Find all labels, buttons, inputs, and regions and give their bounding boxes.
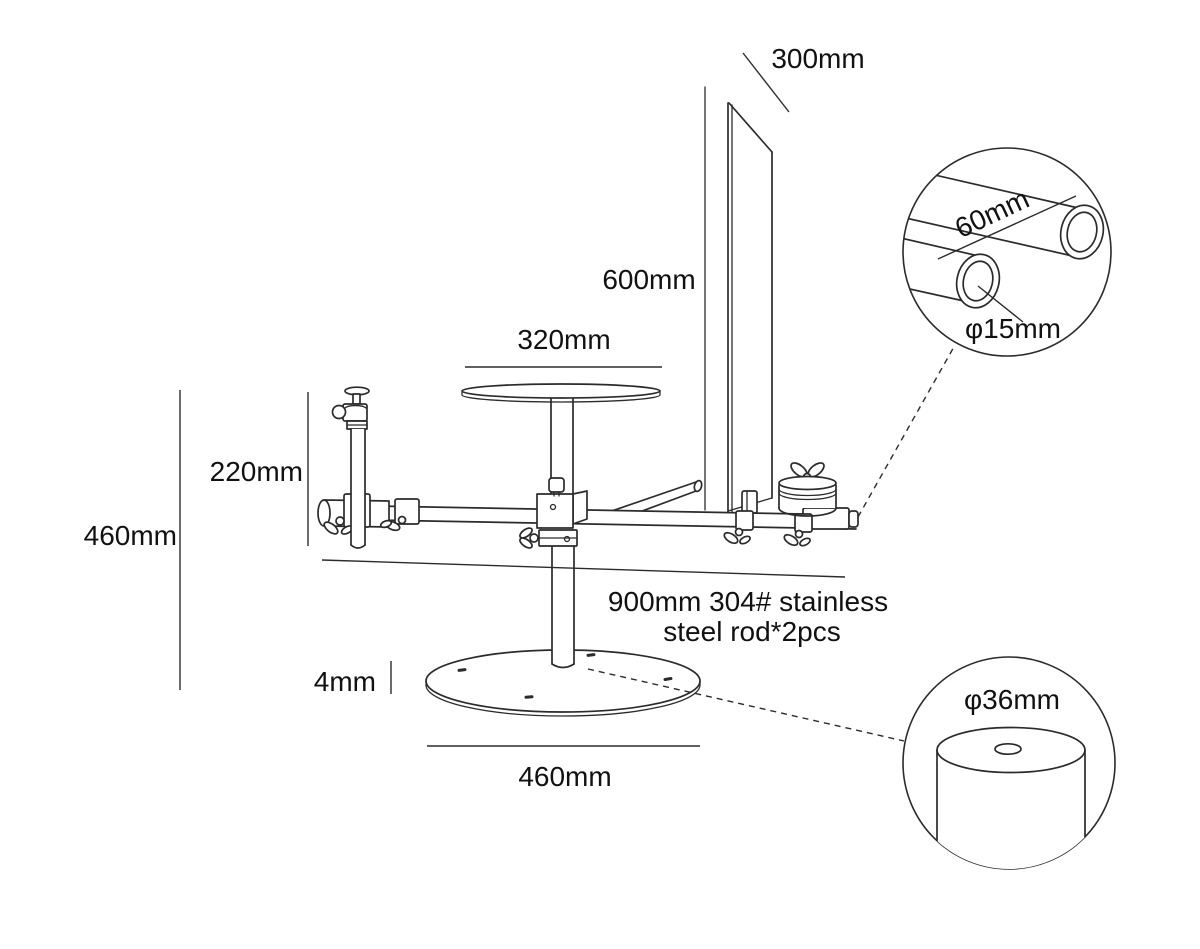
rod-diameter-label: φ15mm <box>965 313 1061 344</box>
dimension-panel-width: 300mm <box>742 43 865 113</box>
hub-block <box>519 477 588 549</box>
hub-ring-clamp <box>519 527 578 549</box>
base-width-label: 460mm <box>518 761 611 792</box>
panel-bracket <box>741 490 758 514</box>
riser-length-label: 220mm <box>210 456 303 487</box>
rod-diameter-leader <box>977 285 1024 323</box>
wing-screw-right <box>783 513 813 547</box>
rod-note-line2: steel rod*2pcs <box>663 616 840 647</box>
dimension-stand-height: 460mm <box>84 390 181 690</box>
stand-height-label: 460mm <box>84 520 177 551</box>
base-thickness-label: 4mm <box>314 666 376 697</box>
spare-clamp <box>379 498 420 532</box>
panel-height-label: 600mm <box>602 264 695 295</box>
base-screw-holes <box>457 653 673 699</box>
rod-note: 900mm 304# stainless steel rod*2pcs <box>321 559 888 647</box>
detail-circle-column: φ36mm <box>902 656 1116 870</box>
wing-screw-left <box>723 510 754 545</box>
detail-circle-rods: 60mm φ15mm <box>902 147 1112 357</box>
platter-width-label: 320mm <box>517 324 610 355</box>
detail-column <box>936 726 1086 869</box>
crossbar-rod <box>317 462 859 547</box>
dimension-base-thickness: 4mm <box>314 661 392 697</box>
dimension-riser-length: 220mm <box>210 392 309 546</box>
turntable-platter <box>461 383 661 403</box>
backdrop-panel <box>704 86 773 513</box>
clamp-platform <box>778 462 837 517</box>
detail-upper-tube <box>903 166 1105 260</box>
connector-top-detail <box>857 344 956 518</box>
rod-spacing-line <box>937 195 1077 260</box>
column-diameter-label: φ36mm <box>964 684 1060 715</box>
rod-note-line1: 900mm 304# stainless <box>608 586 888 617</box>
ball-head-riser <box>331 386 370 549</box>
dimension-platter-width: 320mm <box>465 324 662 368</box>
center-pole <box>550 396 575 669</box>
dimension-base-width: 460mm <box>427 745 700 792</box>
dimension-panel-height: 600mm <box>602 264 695 295</box>
panel-width-label: 300mm <box>771 43 864 74</box>
base-plate <box>425 649 701 717</box>
